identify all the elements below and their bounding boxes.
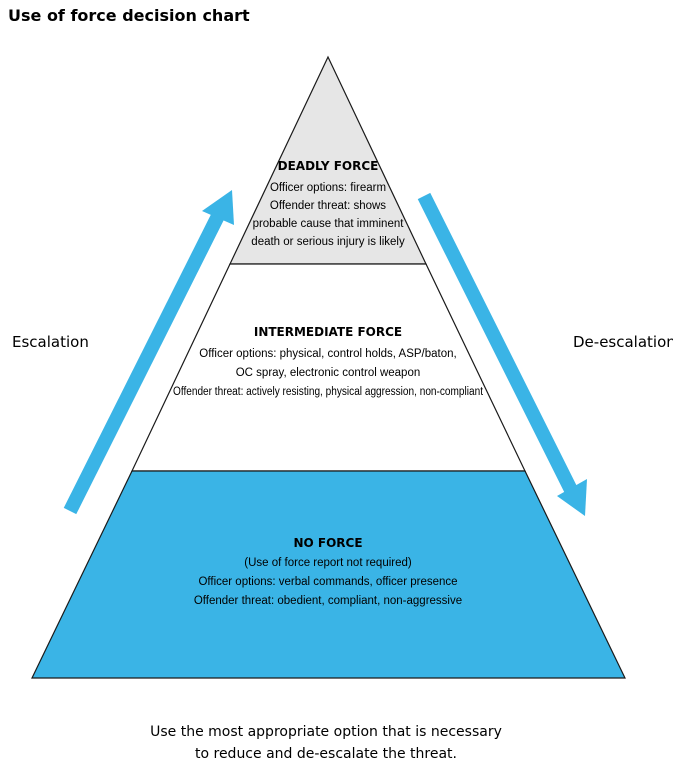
- no-force-line: Officer options: verbal commands, office…: [198, 576, 457, 588]
- chart-title: Use of force decision chart: [8, 6, 250, 25]
- escalation-arrow-head: [202, 190, 234, 225]
- no-force-tier: [31, 470, 626, 679]
- footer-line-1: Use the most appropriate option that is …: [150, 724, 502, 740]
- deadly-force-line: Officer options: firearm: [270, 182, 386, 194]
- no-force-line: Offender threat: obedient, compliant, no…: [194, 595, 462, 607]
- escalation-arrow-shaft: [63, 212, 225, 515]
- footer-note: Use the most appropriate option that is …: [150, 724, 502, 762]
- deadly-force-heading: DEADLY FORCE: [278, 159, 379, 173]
- de-escalation-arrow: [417, 192, 587, 516]
- de-escalation-arrow-shaft: [417, 192, 578, 494]
- de-escalation-arrow-head: [557, 479, 587, 516]
- deadly-force-line: probable cause that imminent: [253, 218, 405, 230]
- deadly-force-line: Offender threat: shows: [270, 200, 386, 212]
- no-force-text: NO FORCE (Use of force report not requir…: [194, 536, 462, 607]
- intermediate-force-line: Offender threat: actively resisting, phy…: [173, 386, 484, 398]
- escalation-arrow: [63, 190, 234, 515]
- intermediate-force-line: Officer options: physical, control holds…: [199, 348, 456, 360]
- intermediate-force-line: OC spray, electronic control weapon: [236, 367, 421, 379]
- no-force-heading: NO FORCE: [293, 536, 362, 550]
- no-force-line: (Use of force report not required): [244, 557, 412, 569]
- de-escalation-label: De-escalation: [573, 333, 673, 351]
- escalation-label: Escalation: [12, 333, 89, 351]
- deadly-force-line: death or serious injury is likely: [251, 236, 405, 248]
- intermediate-force-text: INTERMEDIATE FORCE Officer options: phys…: [173, 325, 484, 398]
- intermediate-force-heading: INTERMEDIATE FORCE: [254, 325, 402, 339]
- deadly-force-text: DEADLY FORCE Officer options: firearm Of…: [251, 159, 405, 248]
- footer-line-2: to reduce and de-escalate the threat.: [195, 746, 457, 762]
